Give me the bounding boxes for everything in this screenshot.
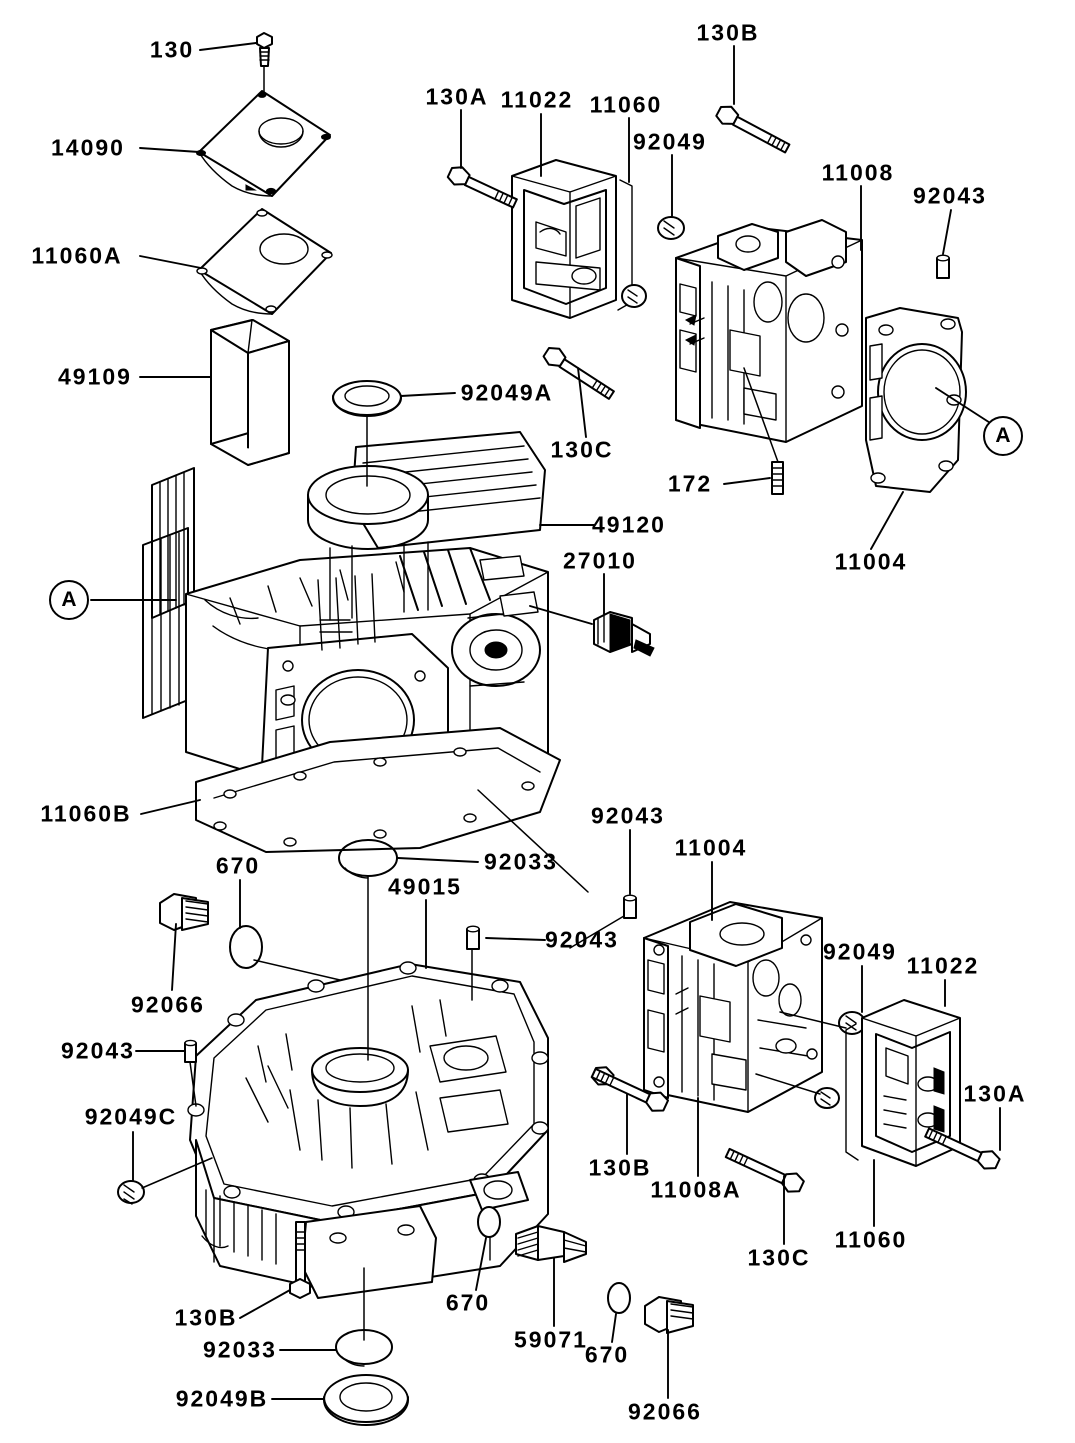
- callout-130A-lower: 130A: [963, 1080, 1027, 1107]
- callout-11004-upper: 11004: [834, 548, 908, 575]
- callout-11022-lower: 11022: [906, 952, 980, 979]
- callout-130C: 130C: [550, 436, 614, 463]
- callout-92043-right: 92043: [591, 802, 665, 829]
- callout-11060A: 11060A: [31, 242, 123, 269]
- callout-11060: 11060: [589, 91, 663, 118]
- callout-92049-lower: 92049: [823, 938, 897, 965]
- callout-172: 172: [667, 470, 713, 497]
- callout-130B: 130B: [696, 19, 760, 46]
- callout-92049: 92049: [633, 128, 707, 155]
- callout-92043-mid: 92043: [545, 926, 619, 953]
- callout-11060-lower: 11060: [834, 1226, 908, 1253]
- callout-92033-lower: 92033: [203, 1336, 277, 1363]
- callout-130B-bottom: 130B: [174, 1304, 238, 1331]
- callout-670-lower: 670: [584, 1341, 630, 1368]
- reference-mark-a-right: A: [983, 416, 1023, 456]
- reference-mark-a-left: A: [49, 580, 89, 620]
- callout-49015: 49015: [388, 873, 462, 900]
- callout-11022: 11022: [500, 86, 574, 113]
- callout-14090: 14090: [51, 134, 125, 161]
- callout-92066-lower: 92066: [628, 1398, 702, 1425]
- callout-49109: 49109: [58, 363, 132, 390]
- callout-130B-lower: 130B: [588, 1154, 652, 1181]
- callout-130C-lower: 130C: [747, 1244, 811, 1271]
- callout-670-upper: 670: [215, 852, 261, 879]
- callout-11004-lower: 11004: [674, 834, 748, 861]
- callout-130A: 130A: [425, 83, 489, 110]
- callout-59071: 59071: [514, 1326, 588, 1353]
- callout-92049B: 92049B: [175, 1385, 269, 1412]
- callout-27010: 27010: [563, 547, 637, 574]
- callout-92049C: 92049C: [84, 1103, 178, 1130]
- callout-92066-upper: 92066: [131, 991, 205, 1018]
- callout-92043-lower-left: 92043: [61, 1037, 135, 1064]
- callout-11060B: 11060B: [40, 800, 132, 827]
- callout-130: 130: [149, 36, 195, 63]
- callout-670-mid: 670: [445, 1289, 491, 1316]
- callout-92033-upper: 92033: [484, 848, 558, 875]
- callout-92049A: 92049A: [460, 379, 554, 406]
- callout-11008: 11008: [821, 159, 895, 186]
- callout-49120: 49120: [592, 511, 666, 538]
- callout-11008A: 11008A: [650, 1176, 742, 1203]
- callout-92043-top: 92043: [913, 182, 987, 209]
